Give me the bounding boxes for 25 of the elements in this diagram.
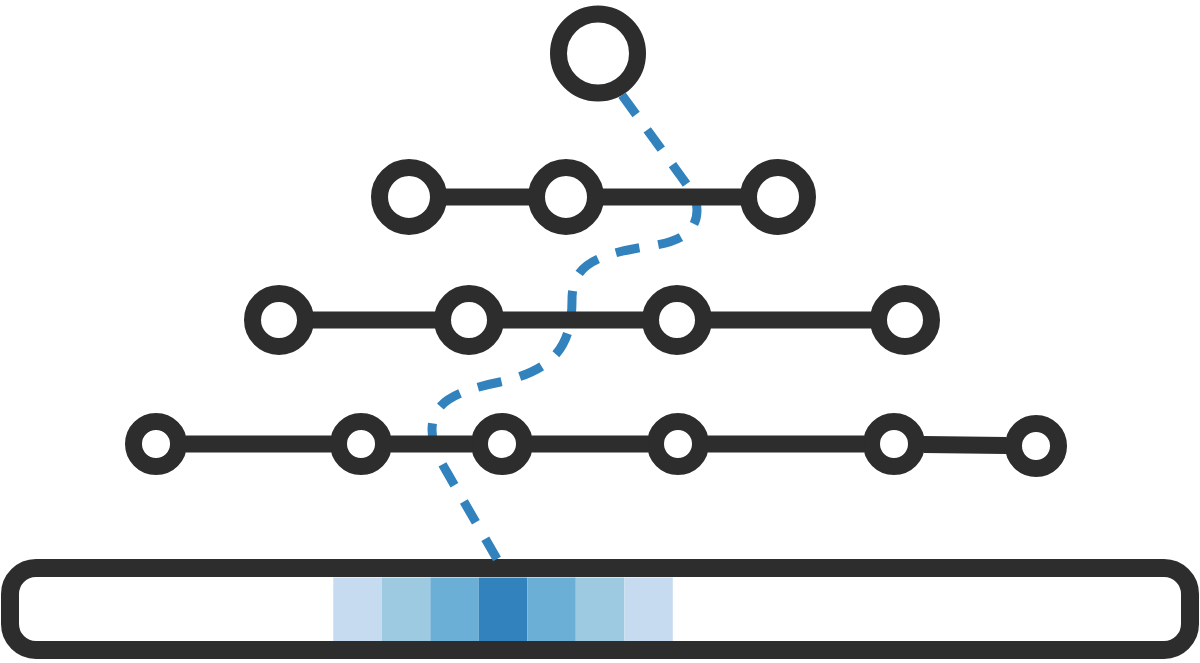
ring-node — [642, 285, 712, 355]
ring-node — [434, 285, 504, 355]
ring-node — [740, 159, 816, 235]
ring-node — [1005, 415, 1067, 477]
ring-node — [528, 159, 604, 235]
ring-node — [471, 413, 533, 475]
ring-node — [863, 413, 925, 475]
dashed-path — [427, 92, 702, 562]
ring-node — [550, 5, 646, 102]
connector-line — [707, 435, 865, 453]
connector-line — [602, 188, 742, 206]
connector-line — [531, 435, 649, 453]
ring-node — [125, 413, 187, 475]
ring-node — [647, 413, 709, 475]
connector-line — [923, 435, 1007, 455]
connector-line — [185, 435, 332, 453]
connector-line — [502, 311, 644, 329]
connector-line — [710, 311, 872, 329]
connector-line — [445, 188, 530, 206]
connector-line — [312, 311, 436, 329]
ring-node — [330, 413, 392, 475]
ring-node — [870, 285, 940, 355]
connector-line — [390, 435, 473, 453]
ring-node — [371, 159, 447, 235]
ring-node — [244, 285, 314, 355]
